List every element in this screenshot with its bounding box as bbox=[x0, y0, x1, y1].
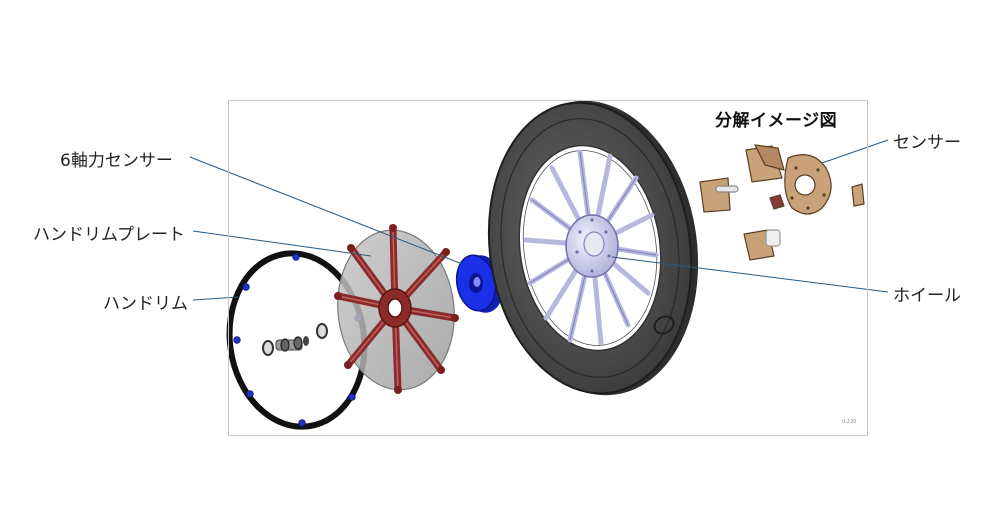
scale-label: 0.220 bbox=[842, 419, 857, 425]
label-wheel: ホイール bbox=[893, 286, 961, 306]
wheel-part bbox=[487, 100, 699, 396]
leader-handrim-plate bbox=[192, 230, 372, 257]
handrim-plate-part bbox=[334, 224, 459, 394]
sensor-parts bbox=[699, 144, 865, 261]
label-handrim: ハンドリム bbox=[103, 294, 188, 314]
axle-parts bbox=[262, 323, 328, 356]
leader-handrim bbox=[192, 296, 239, 301]
leader-sensor bbox=[821, 139, 889, 164]
leader-wheel bbox=[611, 256, 889, 293]
figure-title: 分解イメージ図 bbox=[715, 111, 838, 131]
label-handrim-plate: ハンドリムプレート bbox=[33, 225, 185, 245]
leader-force-sensor bbox=[189, 156, 463, 265]
label-sensor: センサー bbox=[893, 133, 961, 153]
label-force-sensor: 6軸力センサー bbox=[60, 151, 173, 171]
figure-frame bbox=[228, 100, 868, 436]
leader-lines bbox=[189, 139, 889, 301]
